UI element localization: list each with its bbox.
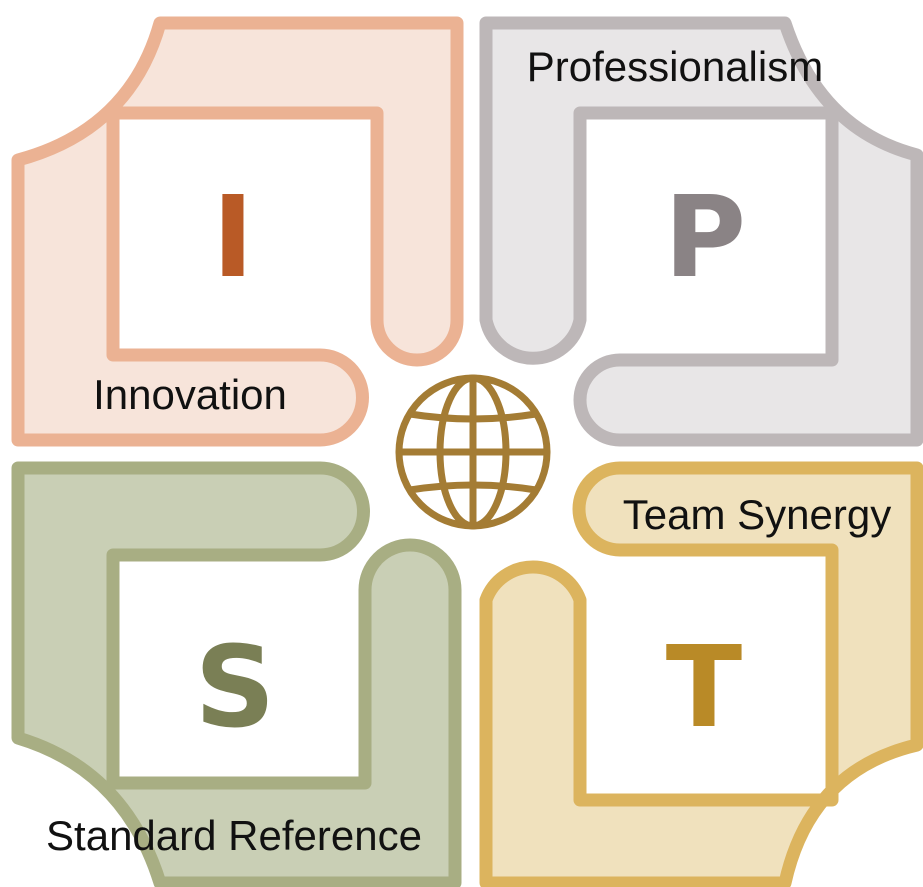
globe-icon [395,374,551,530]
professionalism-frame [479,16,923,447]
team-synergy-frame [479,461,923,887]
professionalism-label: Professionalism [527,43,823,90]
quadrant-standard-reference: S Standard Reference [11,461,462,887]
innovation-frame [11,16,464,447]
innovation-label: Innovation [93,371,287,418]
team-synergy-label: Team Synergy [623,491,891,538]
team-synergy-letter: T [666,623,742,753]
quadrant-innovation: I Innovation [11,16,464,447]
professionalism-letter: P [664,173,746,303]
standard-reference-frame [11,461,462,887]
innovation-letter: I [212,173,254,303]
quadrant-team-synergy: T Team Synergy [479,461,923,887]
standard-reference-letter: S [195,623,276,753]
standard-reference-label: Standard Reference [46,812,422,859]
quadrant-professionalism: P Professionalism [479,16,923,447]
